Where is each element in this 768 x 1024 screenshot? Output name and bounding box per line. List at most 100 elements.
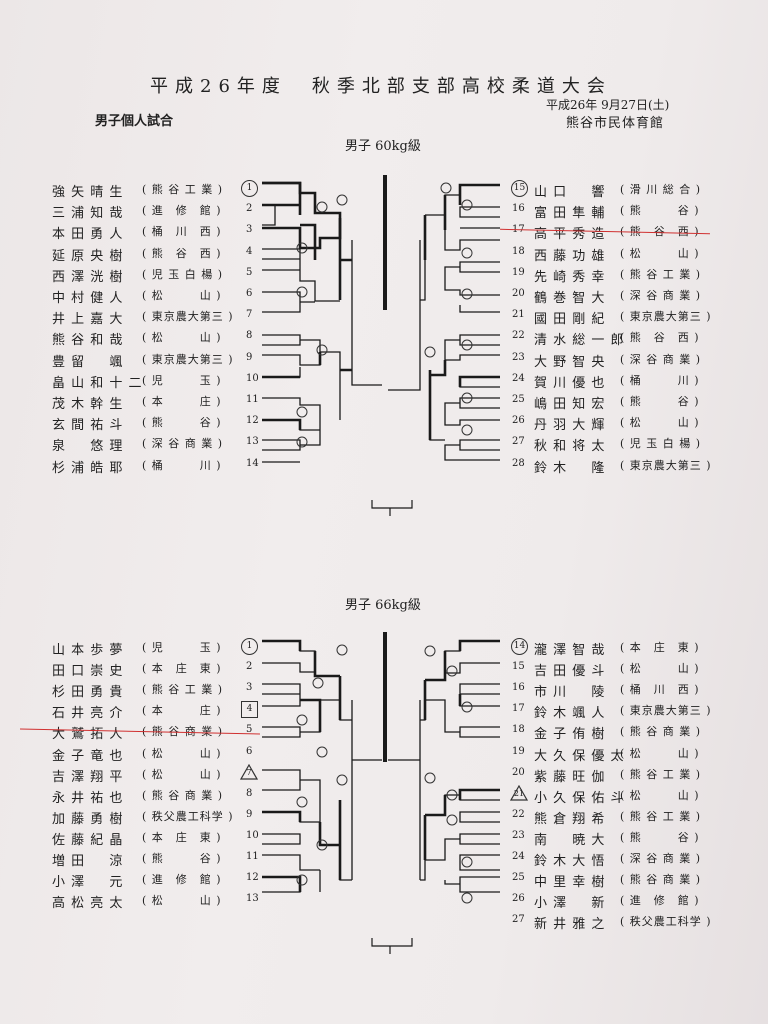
entry-name: 富 田 隼 輔 — [534, 206, 606, 222]
entry-school: ( 桶 川 ) — [620, 373, 700, 387]
entry-name: 強 矢 晴 生 — [52, 185, 124, 200]
entry-name: 鈴 木 大 悟 — [534, 854, 606, 869]
seed-number: 7 — [246, 767, 252, 777]
seed-square-number: 4 — [241, 701, 258, 719]
entry-name: 熊 谷 和 哉 — [52, 333, 124, 349]
entry-school: ( 東京農大第三 ) — [620, 310, 712, 324]
event-venue: 熊谷市民体育館 — [566, 116, 665, 131]
entry-name: 金 子 侑 樹 — [534, 727, 606, 743]
entry-number: 22 — [512, 330, 525, 342]
entry-name: 永 井 祐 也 — [52, 790, 124, 806]
entry-name: 佐 藤 紀 晶 — [52, 832, 124, 848]
entry-number: 8 — [246, 330, 253, 342]
entry-school: ( 深 谷 商 業 ) — [142, 437, 224, 451]
entry-school: ( 児 玉 白 楊 ) — [620, 437, 702, 451]
entry-number: 15 — [512, 661, 525, 673]
weight-class-title: 男子 60kg級 — [345, 139, 421, 154]
entry-name: 加 藤 勇 樹 — [52, 811, 124, 827]
entry-name: 丹 羽 大 輝 — [534, 418, 606, 434]
entry-number: 20 — [512, 288, 525, 299]
entry-number: 19 — [512, 266, 525, 278]
entry-number: 2 — [246, 661, 253, 673]
event-date: 平成26年 9月27日(土) — [546, 98, 670, 112]
entry-school: ( 進 修 館 ) — [620, 894, 700, 908]
entry-number: 7 — [246, 309, 253, 321]
entry-school: ( 児 玉 白 楊 ) — [142, 267, 224, 281]
entry-name: 本 田 勇 人 — [52, 227, 124, 243]
seed-circle-number: 1 — [241, 180, 258, 197]
entry-school: ( 熊 谷 西 ) — [142, 246, 222, 260]
entry-number: 26 — [512, 415, 525, 427]
entry-school: ( 熊 谷 工 業 ) — [620, 267, 702, 281]
entry-school: ( 東京農大第三 ) — [620, 458, 712, 472]
entry-school: ( 松 山 ) — [142, 894, 222, 908]
entry-school: ( 松 山 ) — [620, 416, 700, 430]
entry-name: 畠 山 和 十 二 — [52, 375, 143, 391]
entry-school: ( 熊 谷 工 業 ) — [620, 809, 702, 823]
entry-name: 秋 和 将 太 — [534, 439, 606, 455]
entry-school: ( 児 玉 ) — [142, 373, 222, 387]
entry-name: 紫 藤 旺 伽 — [534, 769, 606, 785]
entry-school: ( 本 庄 東 ) — [620, 641, 700, 654]
entry-school: ( 桶 川 西 ) — [142, 225, 222, 239]
entry-name: 新 井 雅 之 — [534, 917, 606, 933]
entry-name: 杉 田 勇 貴 — [52, 685, 124, 701]
seed-circle-number: 15 — [511, 180, 528, 197]
entry-name: 市 川 陵 — [534, 685, 606, 701]
entry-name: 石 井 亮 介 — [52, 706, 124, 722]
entry-school: ( 東京農大第三 ) — [620, 704, 712, 718]
entry-school: ( 松 山 ) — [142, 746, 222, 760]
entry-number: 27 — [512, 914, 525, 926]
entry-number: 26 — [512, 893, 525, 905]
seed-circle-number: 14 — [511, 638, 528, 655]
entry-name: 大 野 智 央 — [534, 354, 606, 370]
entry-name: 中 里 幸 樹 — [534, 875, 606, 891]
entry-school: ( 熊 谷 商 業 ) — [620, 725, 702, 739]
entry-school: ( 深 谷 商 業 ) — [620, 852, 702, 865]
entry-name: 泉 悠 理 — [52, 439, 124, 455]
entry-school: ( 熊 谷 商 業 ) — [142, 788, 224, 802]
entry-school: ( 東京農大第三 ) — [142, 352, 234, 366]
entry-number: 16 — [512, 682, 525, 694]
entry-name: 小 久 保 佑 斗 — [534, 790, 625, 806]
entry-name: 井 上 嘉 大 — [52, 312, 124, 328]
entry-name: 茂 木 幹 生 — [52, 397, 124, 412]
entry-number: 25 — [512, 394, 525, 405]
entry-school: ( 進 修 館 ) — [142, 204, 222, 218]
event-subtitle: 男子個人試合 — [95, 114, 174, 129]
entry-number: 12 — [246, 872, 259, 884]
entry-name: 吉 澤 翔 平 — [52, 769, 124, 785]
entry-school: ( 松 山 ) — [142, 331, 222, 345]
entry-school: ( 熊 谷 ) — [620, 204, 700, 218]
entry-name: 熊 倉 翔 希 — [534, 811, 606, 827]
entry-school: ( 秩父農工科学 ) — [620, 915, 712, 929]
entry-number: 3 — [246, 682, 253, 694]
entry-number: 24 — [512, 372, 525, 384]
entry-school: ( 松 山 ) — [620, 788, 700, 802]
entry-name: 嶋 田 知 宏 — [534, 397, 606, 412]
entry-name: 豊 留 颯 — [52, 354, 124, 370]
entry-school: ( 本 庄 東 ) — [142, 662, 222, 676]
entry-number: 11 — [246, 851, 259, 862]
entry-number: 22 — [512, 808, 525, 820]
entry-school: ( 児 玉 ) — [142, 641, 222, 654]
entry-number: 2 — [246, 203, 253, 215]
entry-school: ( 熊 谷 ) — [620, 830, 700, 844]
entry-number: 21 — [512, 309, 525, 321]
entry-name: 延 原 央 樹 — [52, 248, 124, 264]
entry-school: ( 松 山 ) — [142, 289, 222, 302]
entry-number: 14 — [246, 457, 259, 469]
entry-number: 9 — [246, 808, 253, 820]
entry-number: 12 — [246, 415, 259, 427]
page-title: 平成26年度 秋季北部支部高校柔道大会 — [150, 76, 612, 97]
entry-number: 28 — [512, 457, 525, 469]
entry-name: 國 田 剛 紀 — [534, 312, 606, 328]
entry-school: ( 松 山 ) — [620, 746, 700, 760]
entry-school: ( 深 谷 商 業 ) — [620, 352, 702, 366]
entry-number: 13 — [246, 436, 259, 448]
entry-name: 西 藤 功 雄 — [534, 248, 606, 264]
entry-number: 3 — [246, 224, 253, 236]
entry-number: 13 — [246, 893, 259, 905]
entry-school: ( 滑 川 総 合 ) — [620, 183, 702, 196]
